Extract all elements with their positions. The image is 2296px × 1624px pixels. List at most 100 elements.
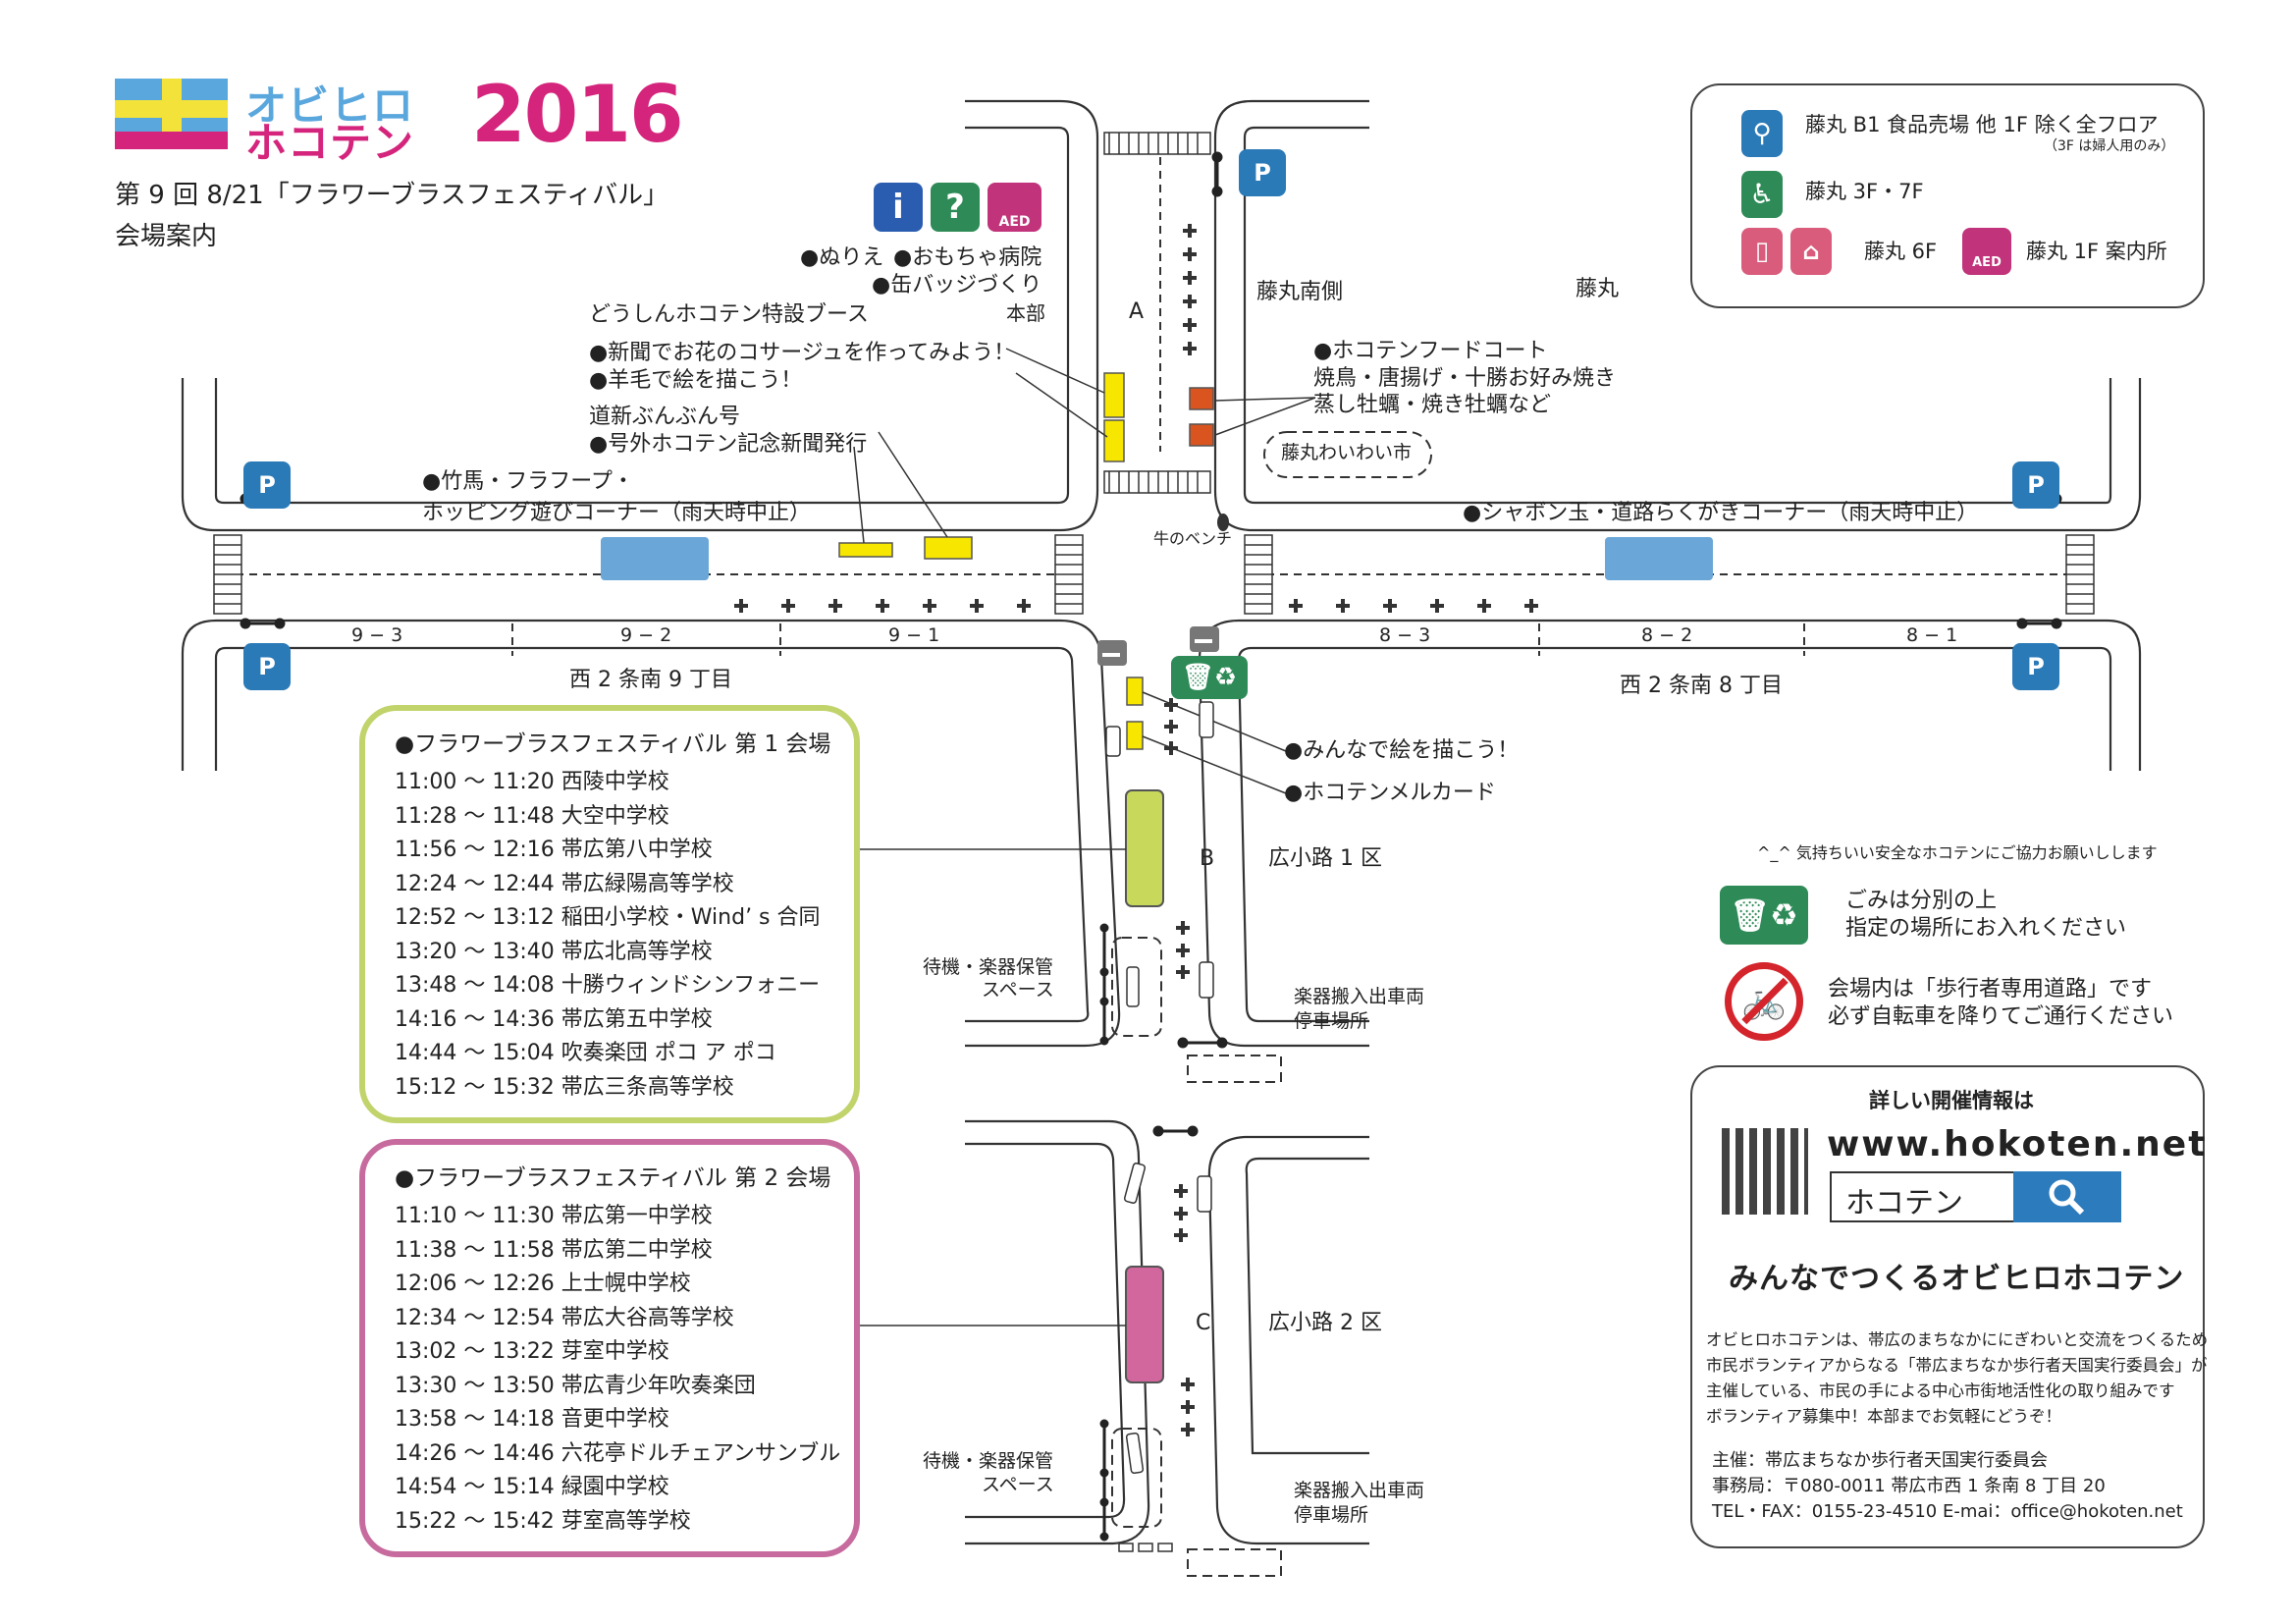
block-label: 9 − 1 <box>888 624 940 646</box>
stage1-title: ●フラワーブラスフェスティバル 第 1 会場 <box>395 731 831 757</box>
trash-notice-1: ごみは分別の上 <box>1845 889 1998 913</box>
schedule-item: 11:56 ～ 12:16 帯広第八中学校 <box>395 838 713 862</box>
stage1-schedule: ●フラワーブラスフェスティバル 第 1 会場 11:00 ～ 11:20 西陵中… <box>359 705 860 1123</box>
zone-c-label: C <box>1196 1311 1211 1335</box>
aed-icon: AED <box>1962 228 2011 275</box>
label-standby-space: スペース <box>982 1474 1054 1495</box>
schedule-item: 13:48 ～ 14:08 十勝ウィンドシンフォニー <box>395 973 821 998</box>
page-title: 第 9 回 8/21「フラワーブラスフェスティバル」 <box>115 181 669 210</box>
label-instrument-parking: 停車場所 <box>1294 1010 1369 1032</box>
schedule-item: 14:16 ～ 14:36 帯広第五中学校 <box>395 1006 713 1032</box>
toilet-location: 藤丸 B1 食品売場 他 1F 除く全フロア <box>1805 113 2159 136</box>
toilet-icon: ⚲ <box>1741 110 1783 157</box>
label-fujimaru: 藤丸 <box>1575 277 1620 301</box>
wheelchair-icon: ♿ <box>1741 171 1783 218</box>
info-heading: 詳しい開催情報は <box>1869 1089 2034 1112</box>
bicycle-notice-2: 必ず自転車を降りてご通行ください <box>1828 1004 2174 1029</box>
logo-text-bottom: ホコテン <box>245 119 415 167</box>
diaper-change-icon: ⌂ <box>1790 228 1832 275</box>
label-food-court: ●ホコテンフードコート <box>1313 339 1548 363</box>
planter <box>1430 599 1444 613</box>
label-standby-space: 待機・楽器保管 <box>923 1450 1054 1472</box>
street-name-8: 西 2 条南 8 丁目 <box>1620 674 1783 698</box>
planter <box>1176 944 1190 957</box>
cooperation-notice: ^_^ 気持ちいい安全なホコテンにご協力お願いしします <box>1757 843 2158 862</box>
label-hirokoji-1: 広小路 1 区 <box>1268 846 1382 871</box>
schedule-item: 13:20 ～ 13:40 帯広北高等学校 <box>395 939 713 964</box>
website-url[interactable]: www.hokoten.net <box>1827 1124 2208 1164</box>
schedule-item: 13:30 ～ 13:50 帯広青少年吹奏楽団 <box>395 1373 756 1398</box>
trash-recycle-icon: 🗑♻ <box>1171 656 1248 699</box>
organizer-info: 主催：帯広まちなか歩行者天国実行委員会 事務局：〒080-0011 帯広市西 1… <box>1712 1450 2183 1522</box>
planter <box>1383 599 1397 613</box>
label-hopping-corner: ホッピング遊びコーナー（雨天時中止） <box>422 501 812 525</box>
block-label: 9 − 2 <box>620 624 672 646</box>
label-doshin-booth: どうしんホコテン特設ブース <box>589 302 869 327</box>
trash-recycle-icon: 🗑♻ <box>1720 886 1808 945</box>
schedule-item: 14:44 ～ 15:04 吹奏楽団 ポコ ア ポコ <box>395 1041 776 1065</box>
planter <box>1181 1423 1195 1436</box>
page-subtitle: 会場案内 <box>115 222 218 251</box>
trash-notice-2: 指定の場所にお入れください <box>1845 916 2127 941</box>
label-food-menu-1: 焼鳥・唐揚げ・十勝お好み焼き <box>1313 366 1617 391</box>
logo-year: 2016 <box>471 69 684 160</box>
aed-icon: AED <box>988 183 1041 232</box>
label-nurie: ●ぬりえ <box>800 245 884 270</box>
search-input[interactable]: ホコテン <box>1830 1171 2015 1222</box>
planter <box>1174 1207 1188 1220</box>
label-ushi-bench: 牛のベンチ <box>1153 529 1233 548</box>
planter <box>1183 247 1197 261</box>
label-drawing: ●みんなで絵を描こう！ <box>1284 738 1520 763</box>
schedule-item: 11:10 ～ 11:30 帯広第一中学校 <box>395 1204 713 1228</box>
label-instrument-parking: 停車場所 <box>1294 1504 1369 1526</box>
question-icon: ? <box>931 183 980 232</box>
aed-location: 藤丸 1F 案内所 <box>2026 240 2167 263</box>
planter <box>1176 965 1190 979</box>
street-name-9: 西 2 条南 9 丁目 <box>569 668 732 692</box>
label-food-menu-2: 蒸し牡蠣・焼き牡蠣など <box>1313 393 1552 417</box>
bicycle-parking-icon: P <box>2012 643 2059 690</box>
schedule-item: 12:52 ～ 13:12 稲田小学校・Wind’ s 合同 <box>395 905 821 930</box>
planter <box>1181 1400 1195 1414</box>
planter <box>1164 741 1178 755</box>
schedule-item: 14:54 ～ 15:14 緑園中学校 <box>395 1475 669 1499</box>
baby-bottle-icon: ▯ <box>1741 228 1783 275</box>
block-label: 8 − 1 <box>1906 624 1958 646</box>
toilet-note: （3F は婦人用のみ） <box>2044 138 2175 154</box>
planter <box>1183 271 1197 285</box>
label-mail-card: ●ホコテンメルカード <box>1284 781 1496 805</box>
logo-text-top: オビヒロ <box>245 81 415 130</box>
label-can-badge: ●缶バッジづくり <box>872 273 1042 298</box>
bicycle-parking-icon: P <box>2012 461 2059 509</box>
planter <box>1524 599 1538 613</box>
block-label: 8 − 3 <box>1379 624 1431 646</box>
stage2-schedule: ●フラワーブラスフェスティバル 第 2 会場 11:10 ～ 11:30 帯広第… <box>359 1139 860 1557</box>
search-button[interactable] <box>2013 1171 2121 1222</box>
planter <box>923 599 936 613</box>
planter <box>1176 921 1190 935</box>
planters <box>734 224 1538 1436</box>
block-outline <box>181 99 1099 532</box>
nursing-location: 藤丸 6F <box>1864 240 1938 263</box>
zone-b-label: B <box>1200 846 1215 871</box>
label-special-paper: ●号外ホコテン記念新聞発行 <box>589 432 868 457</box>
planter <box>1017 599 1031 613</box>
schedule-item: 12:34 ～ 12:54 帯広大谷高等学校 <box>395 1305 734 1330</box>
planter <box>970 599 984 613</box>
schedule-item: 12:06 ～ 12:26 上士幌中学校 <box>395 1272 691 1296</box>
planter <box>1477 599 1491 613</box>
qr-code <box>1722 1128 1808 1215</box>
label-takeuma: ●竹馬・フラフープ・ <box>422 469 634 494</box>
bicycle-parking-icon: P <box>243 643 291 690</box>
label-toy-hospital: ●おもちゃ病院 <box>893 245 1042 270</box>
booth-honbu <box>1103 372 1125 418</box>
bicycle-parking-icon: P <box>243 461 291 509</box>
schedule-item: 12:24 ～ 12:44 帯広緑陽高等学校 <box>395 871 734 896</box>
zone-a-label: A <box>1129 299 1145 324</box>
planter <box>876 599 889 613</box>
block-label: 8 − 2 <box>1641 624 1693 646</box>
schedule-item: 15:22 ～ 15:42 芽室高等学校 <box>395 1508 691 1534</box>
planter <box>828 599 842 613</box>
